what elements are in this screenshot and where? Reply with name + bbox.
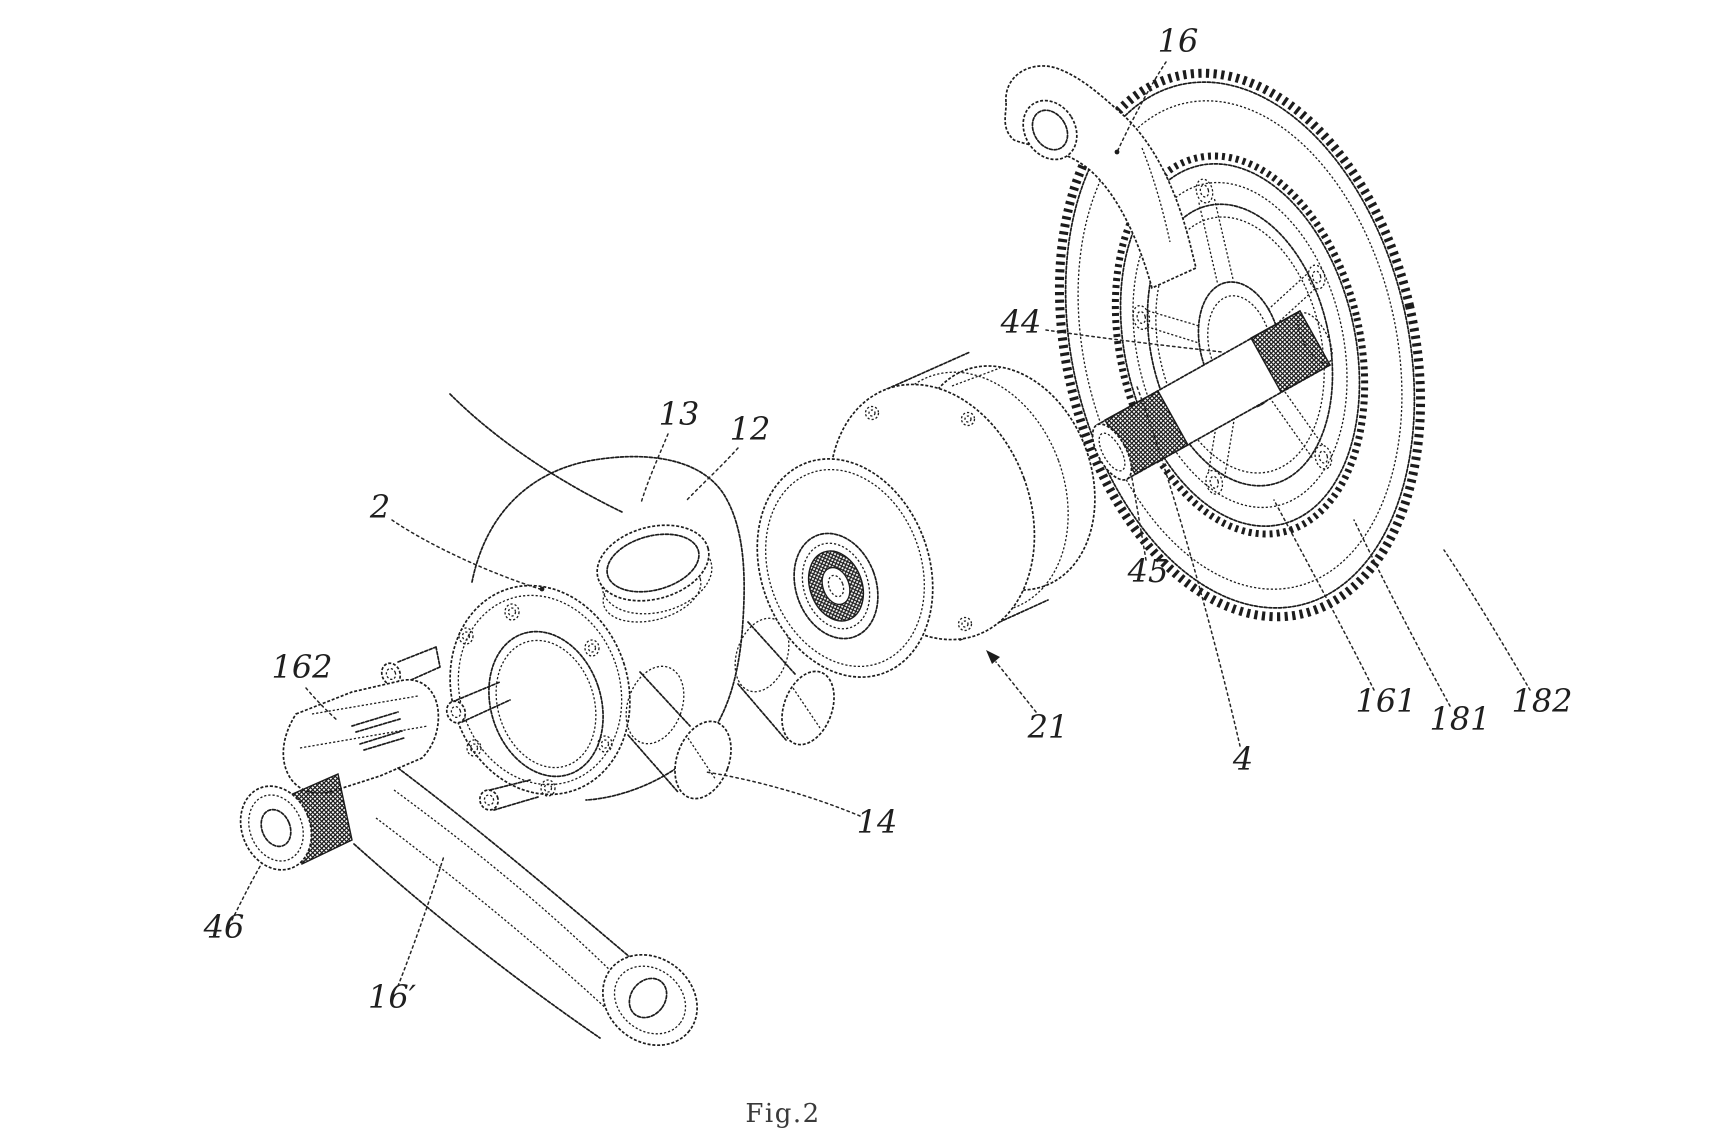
crank-arm-bottom-edge: [353, 843, 601, 1039]
flange-bolt-holes: [458, 603, 613, 797]
right-crank-arm: [1004, 65, 1197, 290]
ref-label-4: 4: [1232, 740, 1253, 778]
leader-44: [1045, 329, 1223, 353]
left-crank-arm: [239, 679, 698, 1047]
seal-ring: [596, 524, 713, 615]
boss-stud: [359, 730, 405, 751]
boss-stud: [351, 711, 401, 733]
leader-2: [391, 519, 541, 590]
screw-head: [445, 700, 467, 724]
fixing-screw-middle: [445, 681, 511, 724]
ref-label-182: 182: [1511, 682, 1572, 720]
ref-label-46: 46: [203, 908, 245, 946]
leader-16-prime: [397, 855, 445, 987]
leader-12: [685, 447, 739, 502]
ref-label-44: 44: [1000, 303, 1042, 341]
ref-label-14: 14: [857, 803, 898, 841]
crank-arm-top-edge: [397, 767, 639, 965]
chainring-assembly: [1054, 68, 1426, 622]
ref-label-2: 2: [369, 488, 390, 526]
ref-label-45: 45: [1127, 552, 1169, 590]
ref-label-16: 16: [1158, 22, 1199, 60]
ref-label-12: 12: [730, 410, 771, 448]
spindle-far-cap: [1297, 312, 1333, 364]
arrow-21: [986, 650, 1037, 713]
leader-45: [1131, 477, 1147, 561]
fixing-screw-lower: [479, 779, 539, 811]
seal-ring-bore: [606, 533, 700, 593]
gearbox-housing: [380, 393, 835, 811]
housing-opening-inner: [495, 639, 597, 769]
ref-label-181: 181: [1429, 700, 1490, 738]
spindle-spline-44: [1250, 310, 1331, 393]
outer-chainring: [1064, 81, 1416, 609]
leader-181: [1353, 519, 1451, 707]
pedal-eye: [602, 953, 698, 1047]
motor-unit: [756, 351, 1096, 678]
right-crank-outline: [1004, 65, 1197, 290]
leader-161: [1273, 499, 1375, 691]
spider-ring: [1146, 203, 1334, 487]
leader-16: [1117, 61, 1167, 151]
motor-drum-rib: [875, 371, 1069, 613]
inner-chainring-teeth: [1111, 152, 1369, 538]
reference-numerals: 16 13 12 2 44 45 162 46 16′ 14 21 4 161 …: [203, 22, 1573, 1016]
outer-chainring-teeth: [1054, 68, 1426, 622]
screw-head: [479, 789, 499, 811]
spindle-end-cap: [1091, 423, 1133, 481]
bearing-bore: [821, 566, 851, 606]
ref-label-13: 13: [659, 395, 700, 433]
mounting-boss-right: [734, 617, 835, 746]
motor-bearing: [793, 532, 879, 640]
bushing-bore: [260, 808, 292, 848]
crank-arm-bevel: [393, 789, 627, 987]
ref-label-161: 161: [1355, 682, 1416, 720]
crank-arm-body-fill: [352, 768, 640, 1040]
right-crank-crease: [1141, 147, 1171, 243]
boss-opening: [781, 670, 835, 746]
inner-chainring: [1119, 163, 1361, 527]
ref-label-16-prime: 16′: [368, 978, 417, 1016]
ref-label-21: 21: [1027, 708, 1069, 746]
pedal-eye-hole: [628, 977, 668, 1019]
seal-ring-top: [596, 524, 710, 602]
leader-162: [305, 687, 339, 722]
seal-ring-lower-arc: [601, 539, 713, 615]
ref-label-162: 162: [271, 648, 332, 686]
spider-arms: [1146, 196, 1324, 478]
housing-opening: [488, 630, 604, 778]
leader-182: [1443, 549, 1531, 691]
right-pedal-eye-hole: [1031, 109, 1069, 151]
crank-boss-crease: [299, 695, 429, 749]
crank-boss: [282, 679, 440, 794]
mounting-boss-left: [625, 665, 732, 800]
leader-4: [1135, 383, 1241, 747]
chainring-bolts: [1132, 178, 1333, 495]
leader-46: [231, 862, 263, 921]
crank-spindle: [1091, 310, 1333, 481]
housing-neck-opening: [602, 561, 702, 623]
leader-14: [705, 771, 861, 817]
crank-arm-bevel: [375, 817, 611, 1013]
spindle-bore: [1098, 432, 1126, 472]
motor-front-rim: [765, 468, 925, 668]
arrowhead: [986, 650, 1000, 664]
figure-caption: Fig.2: [745, 1099, 820, 1129]
leader-13: [640, 433, 669, 504]
leader-lines: [231, 61, 1531, 987]
housing-flange-rim: [457, 594, 623, 786]
housing-shoulder-edge: [449, 393, 623, 513]
